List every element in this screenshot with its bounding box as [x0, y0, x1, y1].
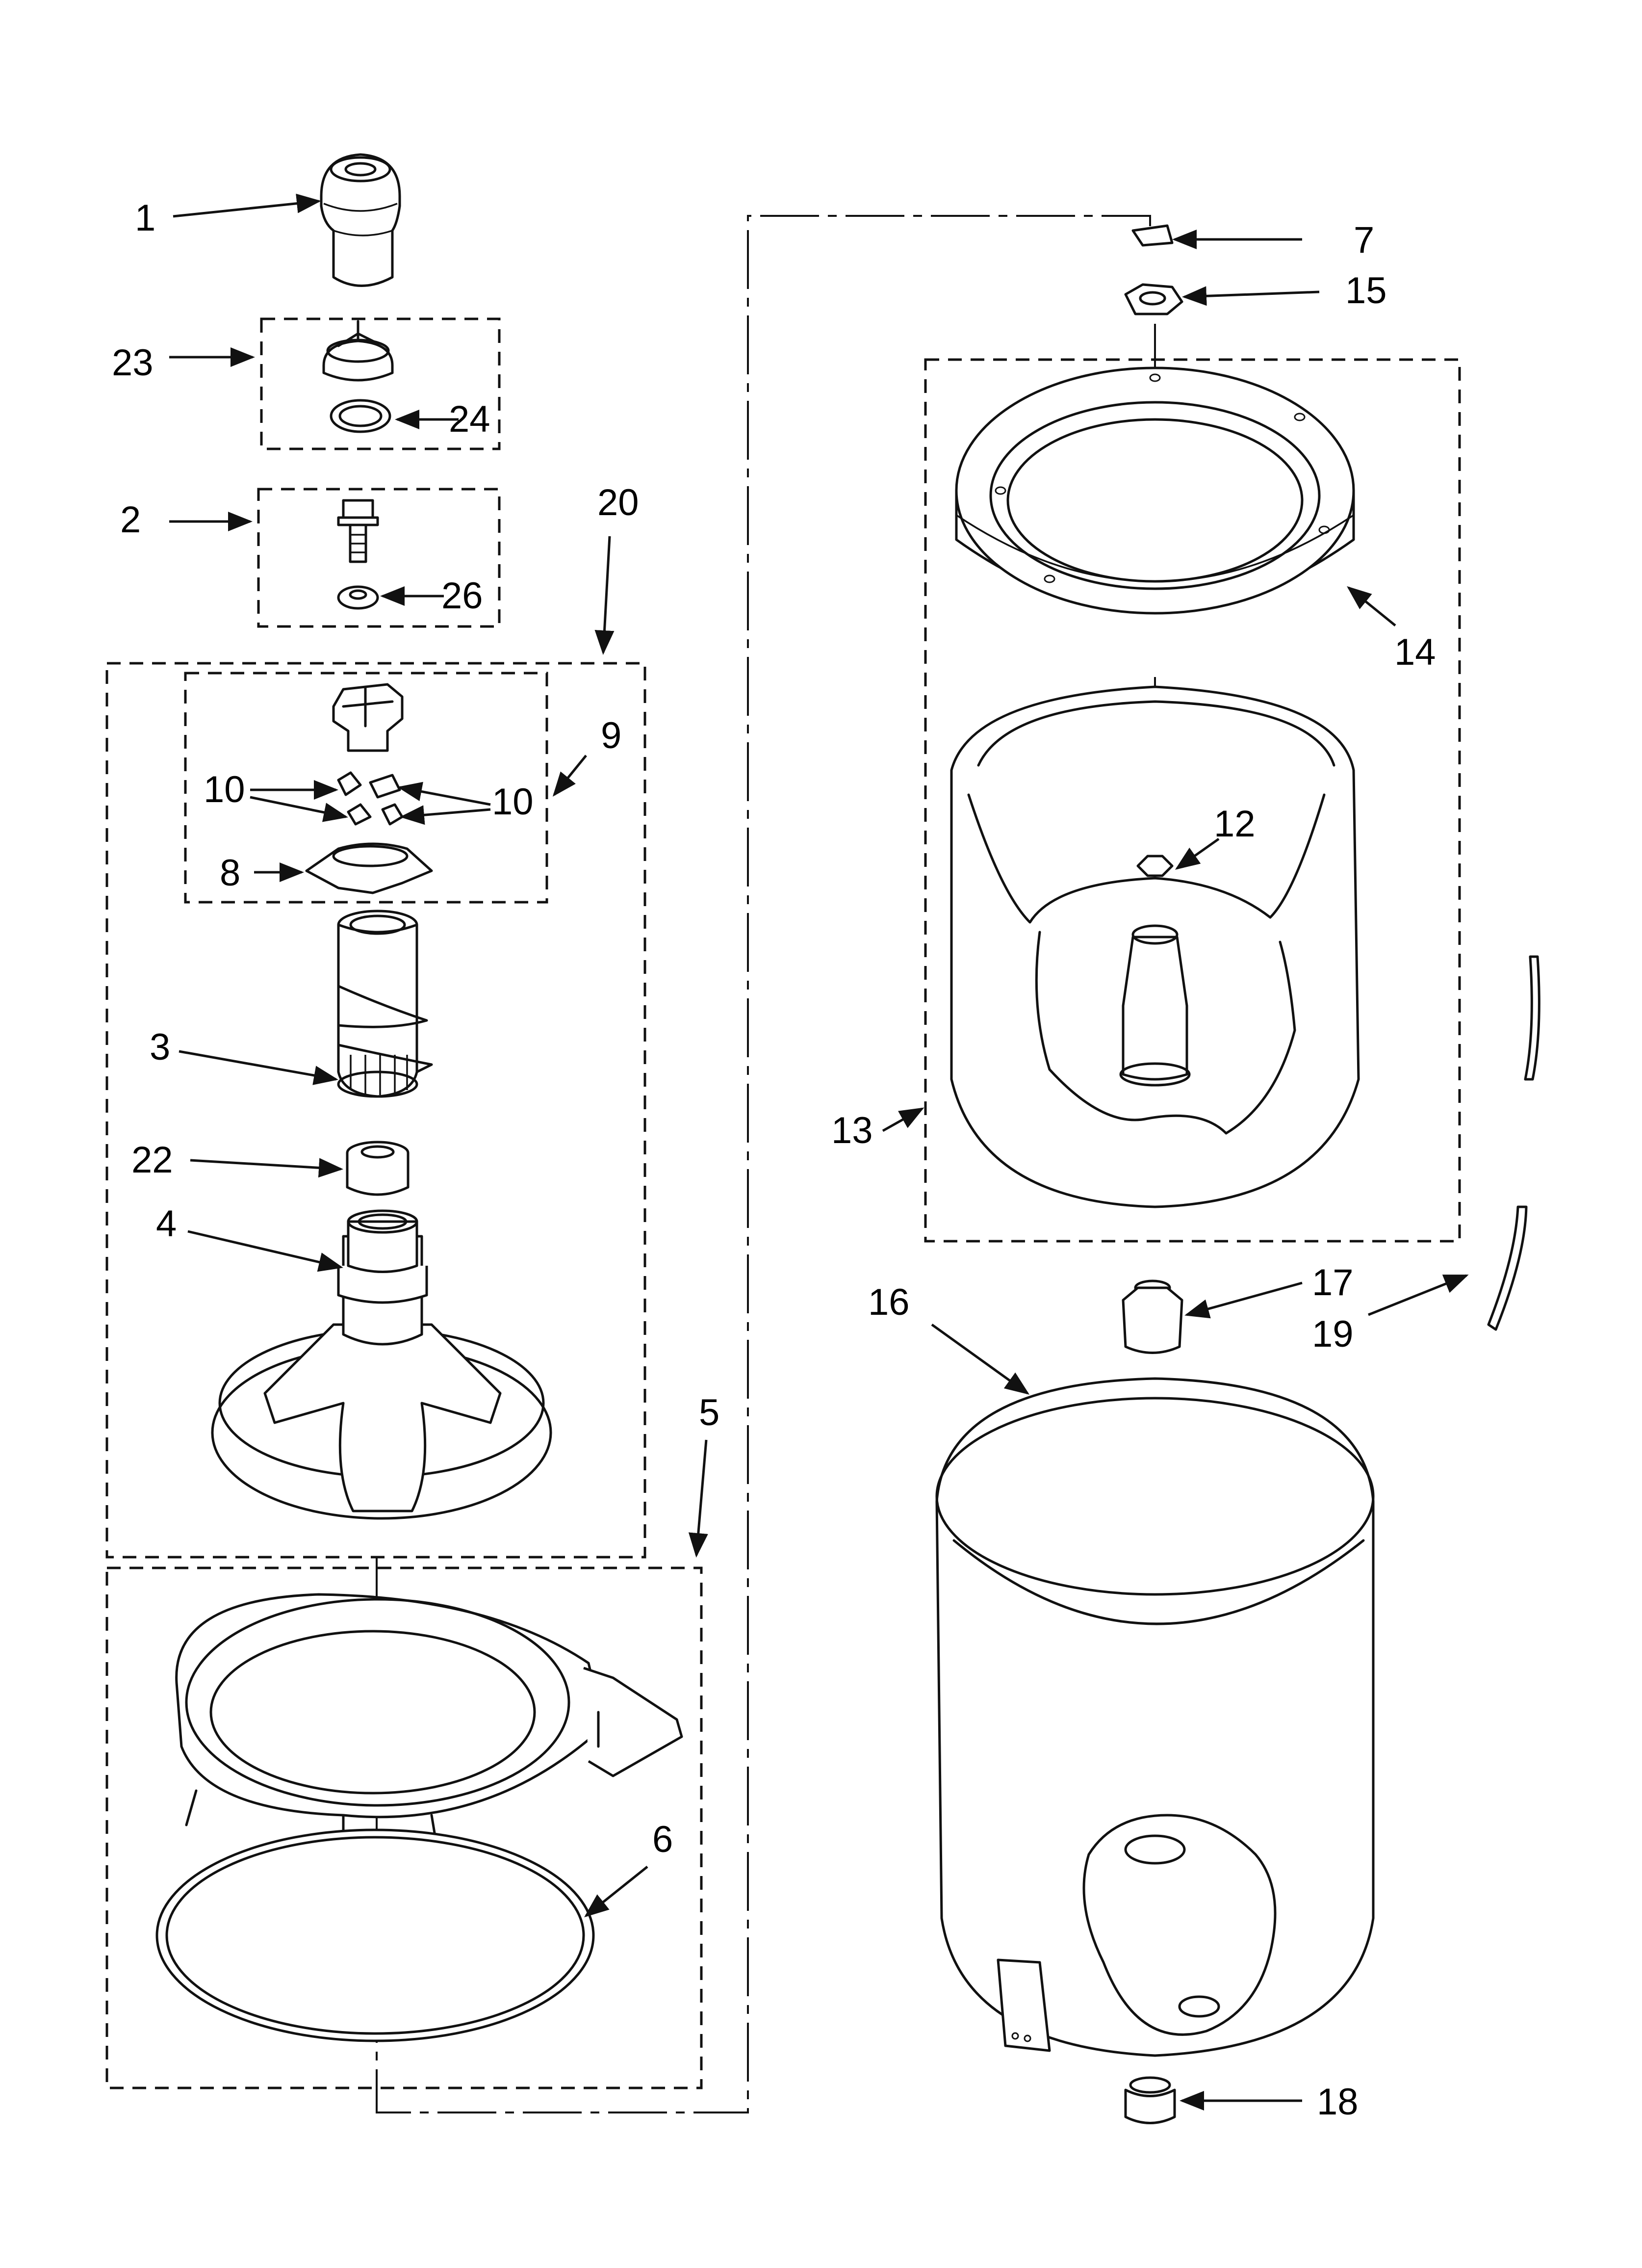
part-5-tub-ring [175, 1593, 683, 1851]
part-17-drive-block [1122, 1279, 1183, 1354]
part-3-auger [337, 910, 433, 1098]
part-23-knob [322, 320, 394, 382]
callout-23: 23 [112, 342, 154, 384]
callout-15: 15 [1345, 270, 1387, 312]
callout-4: 4 [156, 1203, 177, 1245]
connector-line [376, 215, 1151, 2113]
part-4-agitator-base [211, 1209, 552, 1520]
callout-1: 1 [135, 197, 155, 239]
group-box-23 [260, 317, 501, 450]
callout-7: 7 [1354, 219, 1374, 261]
part-1-cap [320, 153, 401, 287]
part-13-spin-basket [950, 685, 1360, 1208]
callout-6: 6 [652, 1819, 673, 1860]
group-box-13 [924, 358, 1461, 1243]
callout-9: 9 [601, 715, 621, 756]
callout-10-right: 10 [492, 781, 534, 823]
part-10-dog-right [369, 774, 404, 826]
part-16-outer-tub [935, 1377, 1375, 2057]
callout-18: 18 [1317, 2081, 1359, 2123]
part-22-bushing [346, 1141, 410, 1196]
part-8-cam-ring [305, 842, 433, 894]
callout-12: 12 [1214, 803, 1256, 845]
callout-16: 16 [868, 1281, 910, 1323]
callout-17: 17 [1312, 1262, 1354, 1303]
part-2-bolt [337, 499, 379, 563]
group-box-9 [184, 672, 548, 904]
callout-5: 5 [699, 1392, 719, 1434]
part-7-clip [1131, 224, 1174, 247]
part-24-ring [330, 399, 391, 433]
callout-13: 13 [831, 1110, 873, 1151]
leader-lines [169, 193, 1469, 2111]
callout-14: 14 [1394, 631, 1436, 673]
part-26-washer [337, 585, 379, 610]
callout-8: 8 [220, 852, 240, 894]
callout-3: 3 [150, 1026, 170, 1068]
part-18-seal [1124, 2076, 1176, 2124]
group-box-2 [257, 488, 501, 628]
part-14-balance-ring [955, 366, 1355, 615]
part-10-dog-left [337, 771, 372, 826]
callout-26: 26 [441, 575, 483, 617]
part-19-hose [1487, 955, 1540, 1331]
callout-10-left: 10 [204, 769, 245, 810]
callout-2: 2 [120, 499, 141, 541]
part-9-agitator-cam [332, 683, 404, 752]
callout-19: 19 [1312, 1313, 1354, 1355]
callout-24: 24 [449, 398, 490, 440]
callout-22: 22 [131, 1139, 173, 1181]
part-6-ring [155, 1828, 595, 2042]
group-box-5 [105, 1566, 703, 2089]
part-15-nut [1124, 283, 1183, 315]
callout-20: 20 [597, 482, 639, 523]
